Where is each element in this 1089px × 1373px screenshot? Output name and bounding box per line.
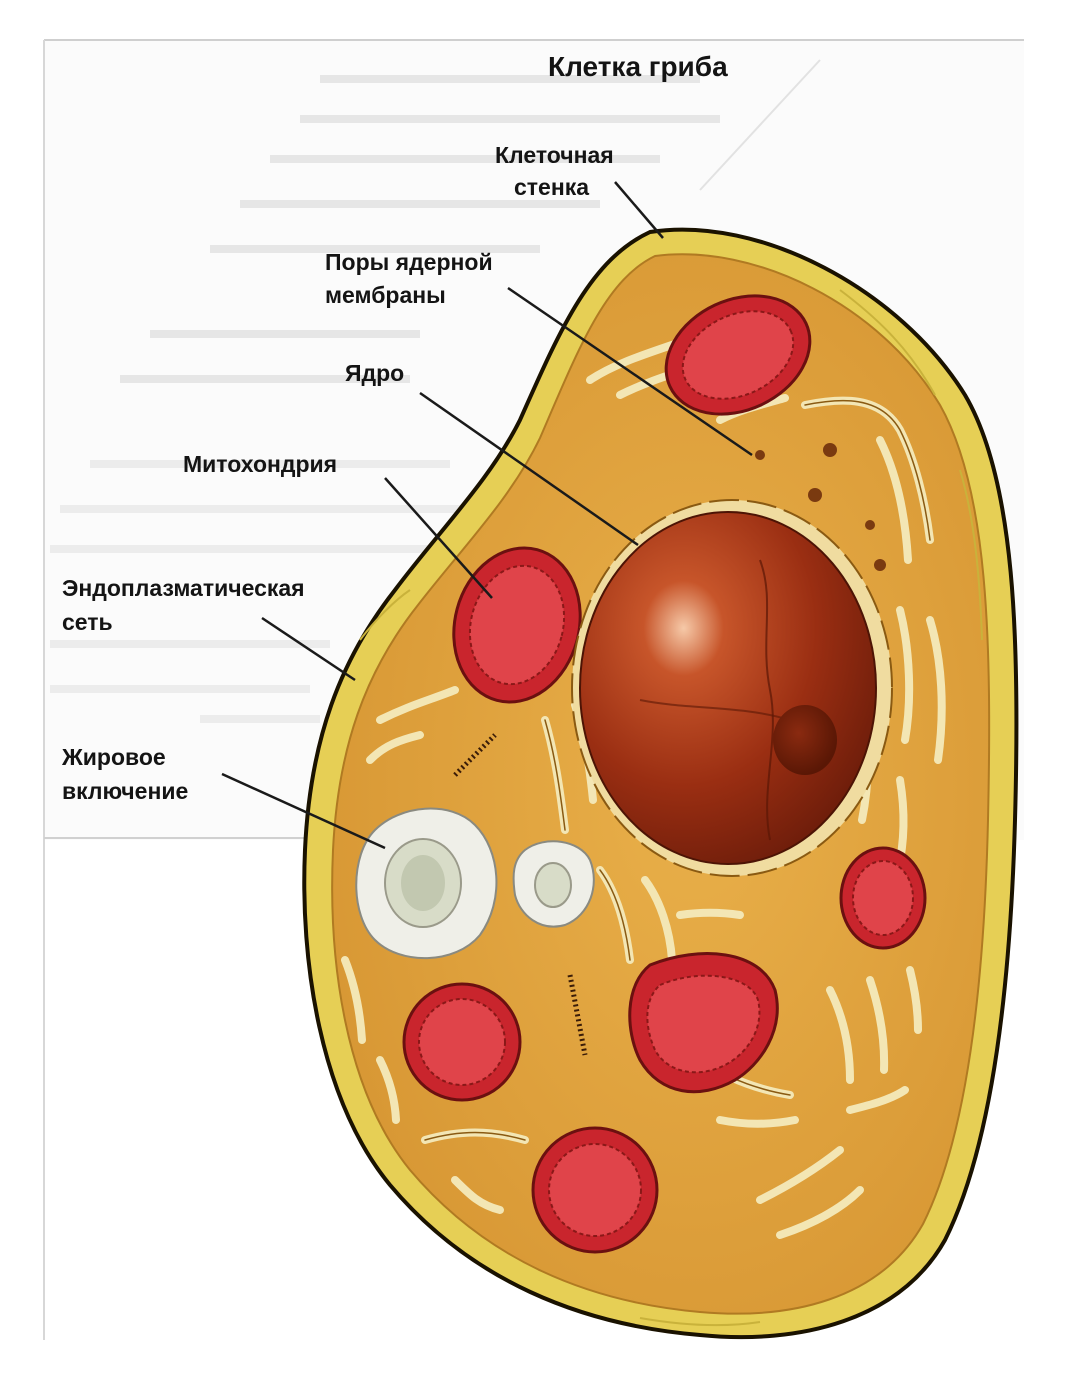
nucleus (572, 500, 892, 876)
label-nucleus: Ядро (345, 360, 404, 386)
label-nuclear-pores-line2: мембраны (325, 282, 446, 308)
fat-inclusion (514, 841, 594, 926)
label-er-line1: Эндоплазматическая (62, 575, 305, 601)
diagram-title: Клетка гриба (548, 51, 728, 82)
nucleolus (773, 705, 837, 775)
mitochondrion (841, 848, 925, 948)
nucleoplasm (580, 512, 876, 864)
label-fat-inclusion-line2: включение (62, 778, 188, 804)
label-er-line2: сеть (62, 609, 113, 635)
label-fat-inclusion-line1: Жировое (61, 744, 166, 770)
label-cell-wall-line1: Клеточная (495, 142, 614, 168)
mitochondrion (533, 1128, 657, 1252)
label-cell-wall-line2: стенка (514, 174, 589, 200)
mitochondrion (404, 984, 520, 1100)
label-nuclear-pores-line1: Поры ядерной (325, 249, 493, 275)
label-mitochondrion: Митохондрия (183, 451, 337, 477)
fat-inclusion (356, 809, 496, 959)
